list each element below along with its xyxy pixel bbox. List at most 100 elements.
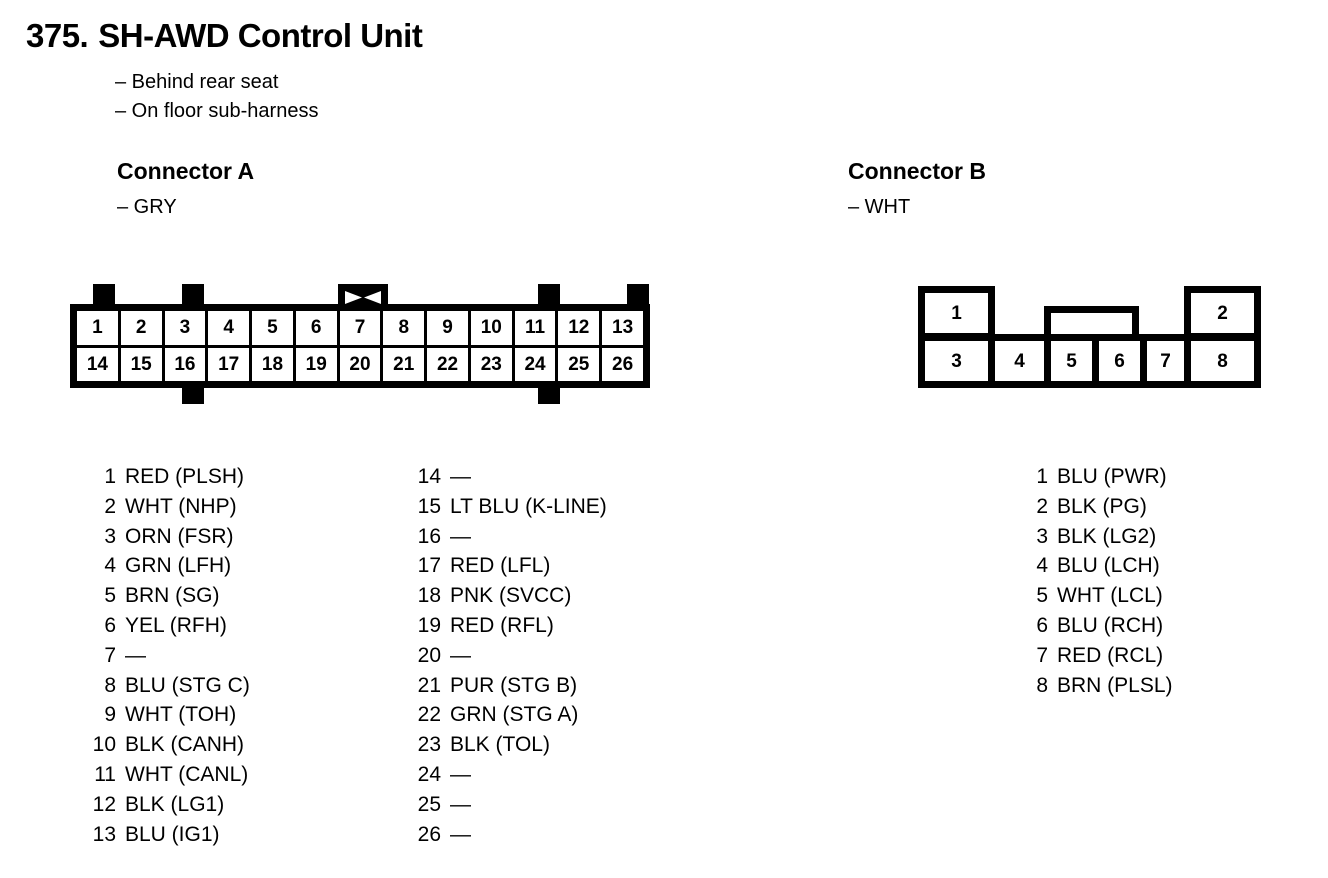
pin-number: 12 xyxy=(92,792,116,816)
pin-description: RED (PLSH) xyxy=(125,465,245,488)
connector-a-pin-cell: 22 xyxy=(427,347,468,381)
pin-entry: 24— xyxy=(413,760,607,790)
connector-b-diagram: 1 2 3 4 5 6 7 8 xyxy=(918,286,1261,388)
pin-description: — xyxy=(450,465,471,488)
connector-a-tab-bottom-pin16 xyxy=(182,388,204,404)
pin-entry: 4 GRN (LFH) xyxy=(88,551,250,581)
pin-entry: 25— xyxy=(413,790,607,820)
pin-number: 7 xyxy=(1036,643,1048,667)
pin-number: 1 xyxy=(1036,465,1048,488)
connector-b-pin-cell: 3 xyxy=(918,334,995,388)
pin-number: 5 xyxy=(104,584,116,608)
connector-a-pin-cell: 26 xyxy=(602,347,643,381)
page-number: 375. xyxy=(26,17,89,54)
connector-a-pin-cell: 6 xyxy=(295,311,337,345)
connector-a-pin-cell: 10 xyxy=(470,311,512,345)
pin-number: 5 xyxy=(1036,584,1048,608)
connector-a-color-note: – GRY xyxy=(117,196,177,218)
pin-description: WHT (NHP) xyxy=(125,494,237,518)
connector-a-pin-cell: 18 xyxy=(252,347,293,381)
pin-entry: 12 BLK (LG1) xyxy=(88,790,250,820)
connector-b-pin-cell: 8 xyxy=(1184,334,1261,388)
connector-a-pin-cell: 21 xyxy=(383,347,425,381)
page-title-text: SH-AWD Control Unit xyxy=(98,17,423,54)
location-note-1: – Behind rear seat xyxy=(115,71,279,93)
pin-description: PNK (SVCC) xyxy=(450,584,572,608)
pin-description: ORN (FSR) xyxy=(125,524,234,548)
pin-description: RED (LFL) xyxy=(450,554,551,578)
connector-a-heading: Connector A xyxy=(117,158,255,184)
pin-entry: 10 BLK (CANH) xyxy=(88,730,250,760)
connector-a-tab-top-pin11 xyxy=(538,284,560,306)
connector-a-pin-cell: 17 xyxy=(208,347,250,381)
pin-number: 16 xyxy=(417,524,441,548)
pin-number: 1 xyxy=(104,465,116,488)
connector-b-pin-cell: 6 xyxy=(1092,334,1147,388)
pin-description: BLU (RCH) xyxy=(1057,613,1164,637)
pin-description: — xyxy=(450,524,471,548)
pin-description: BLK (LG1) xyxy=(125,792,225,816)
pin-number: 2 xyxy=(104,494,116,518)
pin-number: 22 xyxy=(417,703,441,727)
pin-entry: 2 WHT (NHP) xyxy=(88,492,250,522)
pin-number: 7 xyxy=(104,643,116,667)
connector-a-pin-cell: 13 xyxy=(602,311,643,345)
connector-b-pin-cell: 4 xyxy=(988,334,1051,388)
pin-number: 25 xyxy=(417,792,441,816)
connector-a-diagram: 1 2 3 4 5 6 7 8 9 10 11 12 13 14 15 16 1… xyxy=(70,284,650,404)
pin-number: 8 xyxy=(1036,673,1048,697)
connector-a-pin-cell: 23 xyxy=(470,347,512,381)
pin-number: 13 xyxy=(92,822,116,846)
pin-description: BLK (CANH) xyxy=(125,733,245,757)
connector-a-pin-cell: 19 xyxy=(295,347,337,381)
connector-a-body: 1 2 3 4 5 6 7 8 9 10 11 12 13 14 15 16 1… xyxy=(70,304,650,388)
connector-a-pin-cell: 2 xyxy=(120,311,162,345)
pin-number: 14 xyxy=(417,465,441,488)
pin-description: WHT (TOH) xyxy=(125,703,237,727)
connector-b-pin-cell: 1 xyxy=(918,286,995,340)
pin-entry: 16 — xyxy=(413,522,607,552)
connector-a-pin-cell: 20 xyxy=(339,347,381,381)
connector-a-tab-top-pin13 xyxy=(627,284,649,306)
pin-description: BLK (TOL) xyxy=(450,733,550,757)
pin-number: 8 xyxy=(104,673,116,697)
pin-number: 24 xyxy=(417,762,441,786)
connector-a-pin-cell: 9 xyxy=(427,311,468,345)
connector-a-tab-top-pin1 xyxy=(93,284,115,306)
page-title: 375.SH-AWD Control Unit xyxy=(26,17,423,55)
pin-number: 10 xyxy=(92,733,116,757)
connector-a-pin-cell: 25 xyxy=(558,347,600,381)
connector-a-top-row: 1 2 3 4 5 6 7 8 9 10 11 12 13 xyxy=(77,311,643,345)
pin-description: GRN (LFH) xyxy=(125,554,232,578)
pin-description: BLU (IG1) xyxy=(125,822,220,846)
pin-number: 26 xyxy=(417,822,441,846)
pin-number: 4 xyxy=(1036,554,1048,578)
pin-number: 4 xyxy=(104,554,116,578)
pin-description: BLU (PWR) xyxy=(1057,465,1167,488)
pin-entry: 13 BLU (IG1) xyxy=(88,820,250,850)
pin-number: 19 xyxy=(417,613,441,637)
pin-number: 15 xyxy=(417,494,441,518)
pin-description: — xyxy=(125,643,146,667)
pin-description: — xyxy=(450,643,471,667)
pin-entry: 1 BLU (PWR) xyxy=(1020,462,1173,492)
pin-number: 20 xyxy=(417,643,441,667)
pin-description: WHT (CANL) xyxy=(125,762,249,786)
connector-a-pin-cell: 14 xyxy=(77,347,118,381)
connector-b-pin-cell: 5 xyxy=(1044,334,1099,388)
